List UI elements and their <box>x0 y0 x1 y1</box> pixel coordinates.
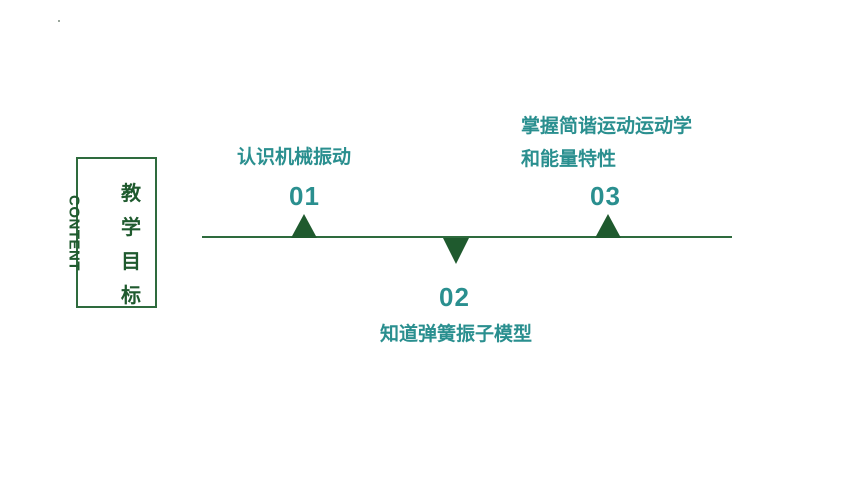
item-03-number: 03 <box>590 181 621 211</box>
content-title-box <box>76 157 157 308</box>
item-01-number: 01 <box>289 181 320 211</box>
item-01-marker <box>291 214 317 238</box>
item-02-number: 02 <box>439 282 470 312</box>
item-02-text: 知道弹簧振子模型 <box>380 323 533 345</box>
teaching-goals-title: 教学目标 <box>121 181 141 307</box>
item-01-text: 认识机械振动 <box>237 146 352 168</box>
item-03-text-line1: 掌握简谐运动运动学 <box>521 115 693 137</box>
item-03-marker <box>595 214 621 238</box>
timeline-line <box>202 236 732 238</box>
content-label: CONTENT <box>65 195 83 271</box>
item-03-text-line2: 和能量特性 <box>521 148 617 170</box>
item-02-marker <box>443 238 469 264</box>
decorative-dot <box>58 20 60 22</box>
